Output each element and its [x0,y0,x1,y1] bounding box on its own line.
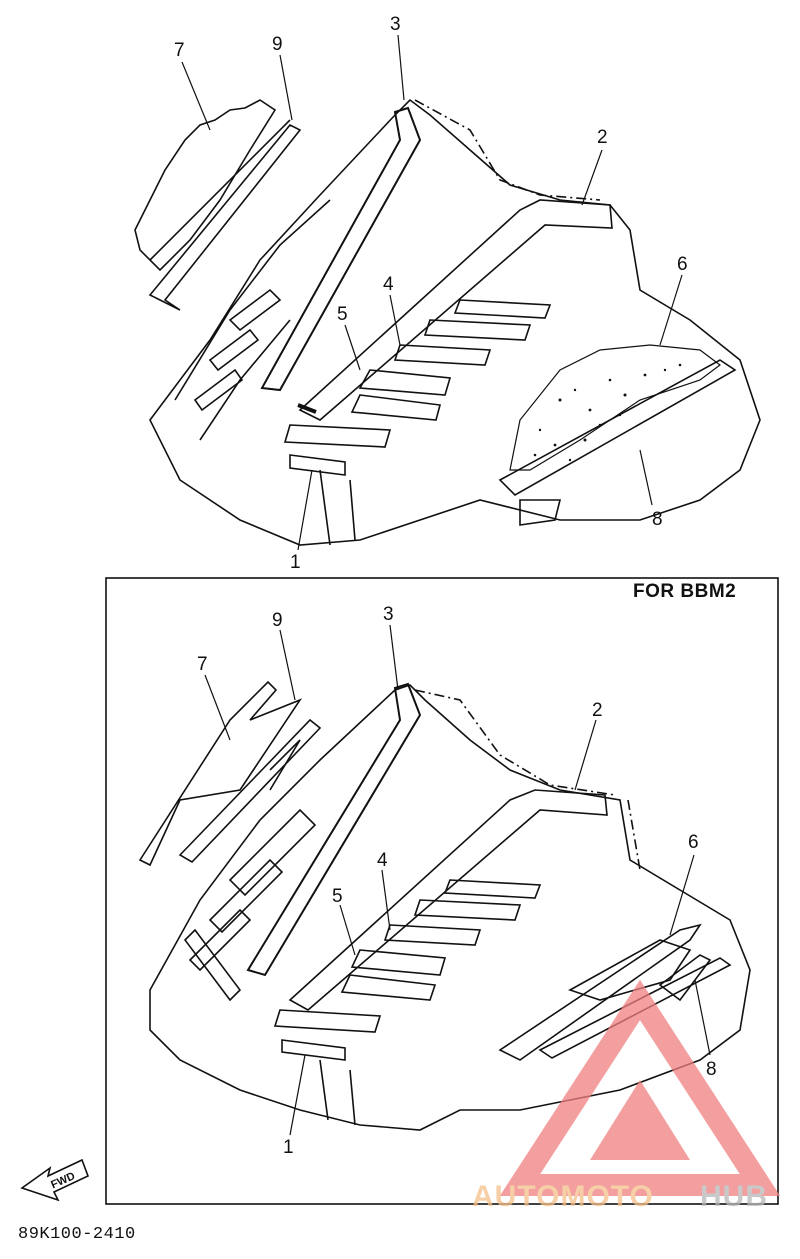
callout-5-upper: 5 [337,304,348,325]
callout-2-lower: 2 [592,700,603,721]
callout-1-lower: 1 [283,1137,294,1158]
callout-9-upper: 9 [272,34,283,55]
callout-6-lower: 6 [688,832,699,853]
callout-7-upper: 7 [174,40,185,61]
callout-1-upper: 1 [290,552,301,573]
lower-cowl-drawing [138,680,751,1131]
automotohub-logo: AUTOMOTO HUB [472,979,781,1213]
callout-9-lower: 9 [272,610,283,631]
logo-text-hub: HUB [700,1180,768,1213]
callout-8-lower: 8 [706,1059,717,1080]
callout-8-upper: 8 [652,509,663,530]
callout-4-lower: 4 [377,850,388,871]
lower-leader-lines [204,624,711,1136]
drawing-code: 89K100-2410 [18,1225,136,1244]
bbm2-frame [105,577,779,1205]
fwd-arrow-icon: FWD [20,1158,90,1202]
callout-6-upper: 6 [677,254,688,275]
lower-callouts: 7 9 3 2 4 5 6 8 1 [197,604,717,1158]
callout-7-lower: 7 [197,654,208,675]
callout-4-upper: 4 [383,274,394,295]
upper-callouts: 7 9 3 2 4 5 6 8 1 [174,14,688,573]
callout-3-lower: 3 [383,604,394,625]
upper-cowl-drawing [134,98,761,546]
callout-5-lower: 5 [332,886,343,907]
box-label: FOR BBM2 [633,581,736,602]
callout-3-upper: 3 [390,14,401,35]
callout-2-upper: 2 [597,127,608,148]
logo-text-automoto: AUTOMOTO [472,1180,654,1213]
upper-leader-lines [181,34,683,551]
